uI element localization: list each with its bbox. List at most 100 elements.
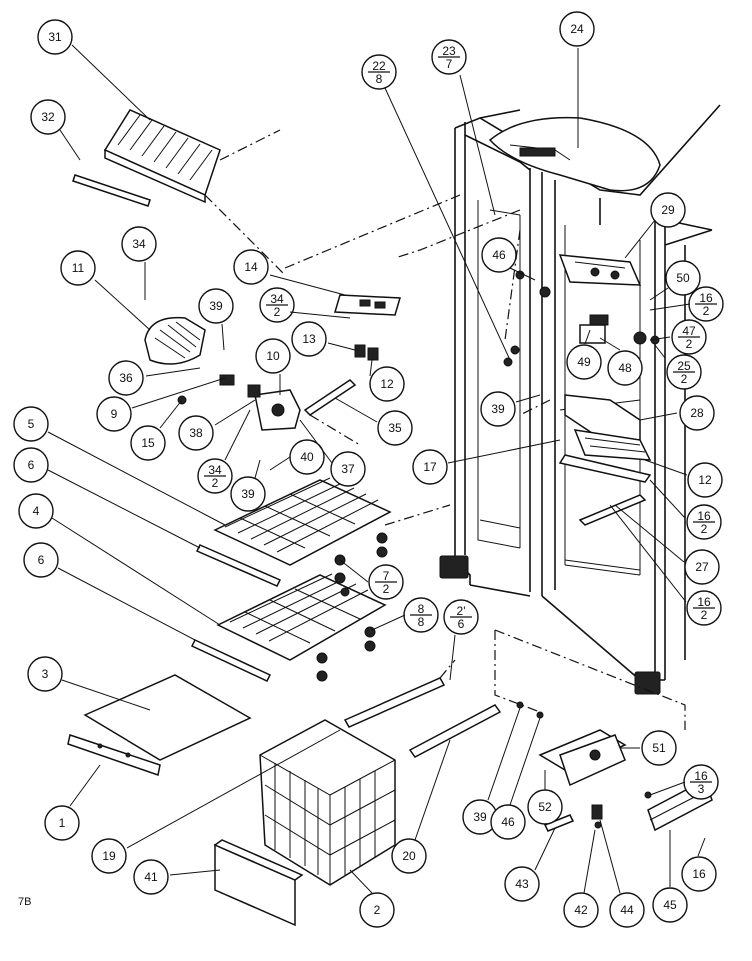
leader-line-c44 xyxy=(599,819,621,894)
leader-line-c1 xyxy=(69,764,101,807)
leader-line-c40 xyxy=(269,456,291,471)
callout-circle xyxy=(559,11,595,47)
callout-c3: 3 xyxy=(27,656,63,692)
callout-number: 27 xyxy=(695,560,709,574)
callout-circle xyxy=(665,260,701,296)
callout-number: 44 xyxy=(620,903,634,917)
callout-number: 4 xyxy=(33,504,40,518)
callout-c7: 72 xyxy=(368,564,404,600)
leader-line-c6a xyxy=(47,469,201,549)
callout-number: 3 xyxy=(42,667,49,681)
leader-line-c32 xyxy=(59,129,81,161)
callout-number: 24 xyxy=(570,22,584,36)
slide-rails xyxy=(343,659,502,758)
callout-c8: 88 xyxy=(403,597,439,633)
callout-quantity: 2 xyxy=(383,582,390,596)
callout-quantity: 7 xyxy=(446,57,453,71)
callout-c39d: 39 xyxy=(462,799,498,835)
dispenser-small-parts xyxy=(516,701,652,832)
callout-circle xyxy=(377,410,413,446)
leader-line-c47 xyxy=(649,336,671,341)
callout-circle xyxy=(37,19,73,55)
callout-c44: 44 xyxy=(609,892,645,928)
callout-c24: 24 xyxy=(559,11,595,47)
callout-c20: 20 xyxy=(391,838,427,874)
callout-c35: 35 xyxy=(377,410,413,446)
dispenser-cover xyxy=(488,116,661,192)
callout-number: 39 xyxy=(241,487,255,501)
callout-number: 37 xyxy=(341,462,355,476)
callout-quantity: 6 xyxy=(458,617,465,631)
callout-c38: 38 xyxy=(178,415,214,451)
callout-c22: 228 xyxy=(361,54,397,90)
callout-c4: 4 xyxy=(18,493,54,529)
basket-front-panel xyxy=(213,839,304,927)
leader-line-c16e xyxy=(697,837,706,857)
leader-line-c49 xyxy=(584,329,591,345)
callout-circle xyxy=(481,237,517,273)
leader-line-c12b xyxy=(644,459,688,476)
callout-circle xyxy=(684,549,720,585)
callout-number: 39 xyxy=(473,810,487,824)
callout-number: 2' xyxy=(457,604,466,618)
leader-line-c17 xyxy=(447,439,561,464)
callout-number: 6 xyxy=(38,553,45,567)
shelf-rail-lower xyxy=(190,639,272,682)
callout-c36: 36 xyxy=(108,360,144,396)
callout-circle xyxy=(609,892,645,928)
callout-c16c: 162 xyxy=(686,590,722,626)
callout-number: 51 xyxy=(652,741,666,755)
leader-line-c31 xyxy=(71,44,151,121)
leader-line-c5 xyxy=(47,431,226,526)
callout-c34c: 342 xyxy=(197,458,233,494)
callout-c15: 15 xyxy=(130,425,166,461)
callout-circle xyxy=(391,838,427,874)
trim-bar xyxy=(303,379,357,416)
callout-number: 43 xyxy=(515,877,529,891)
leader-line-c16a xyxy=(649,303,691,311)
leader-line-c23 xyxy=(459,74,496,216)
callout-number: 16 xyxy=(692,867,706,881)
callout-c43: 43 xyxy=(504,866,540,902)
leader-line-c16c xyxy=(609,504,687,603)
callout-number: 16 xyxy=(697,595,711,609)
callout-c13: 13 xyxy=(291,321,327,357)
callout-number: 12 xyxy=(698,473,712,487)
leader-line-c35 xyxy=(334,397,378,423)
leader-line-c6b xyxy=(57,567,196,641)
wire-basket xyxy=(259,719,396,886)
leader-line-c19 xyxy=(126,729,341,849)
callout-circle xyxy=(233,249,269,285)
leader-line-c39c xyxy=(254,459,261,479)
callout-quantity: 2 xyxy=(701,608,708,622)
leader-line-c22 xyxy=(384,87,511,361)
callout-number: 8 xyxy=(418,602,425,616)
callout-c32: 32 xyxy=(30,99,66,135)
callout-number: 15 xyxy=(141,436,155,450)
callout-c46a: 46 xyxy=(481,237,517,273)
callout-circle xyxy=(13,447,49,483)
leader-line-c48 xyxy=(599,337,621,351)
callout-circle xyxy=(96,396,132,432)
leader-line-c7 xyxy=(339,559,369,583)
callout-c19: 19 xyxy=(91,838,127,874)
callout-circle xyxy=(681,856,717,892)
callout-number: 39 xyxy=(209,299,223,313)
shelf-clips xyxy=(316,532,388,682)
callout-c6a: 6 xyxy=(13,447,49,483)
callout-number: 5 xyxy=(28,417,35,431)
callout-circle xyxy=(607,350,643,386)
callout-quantity: 2 xyxy=(274,305,281,319)
callout-circle xyxy=(652,887,688,923)
leader-line-c15 xyxy=(159,399,183,429)
callout-c14: 14 xyxy=(233,249,269,285)
ice-tray-strip xyxy=(72,174,151,207)
leader-line-c20 xyxy=(414,739,451,841)
leader-line-c13 xyxy=(327,342,356,351)
callout-quantity: 2 xyxy=(212,476,219,490)
callout-number: 32 xyxy=(41,110,55,124)
leader-line-c16d xyxy=(649,781,686,796)
callout-number: 34 xyxy=(270,292,284,306)
callout-c31: 31 xyxy=(37,19,73,55)
